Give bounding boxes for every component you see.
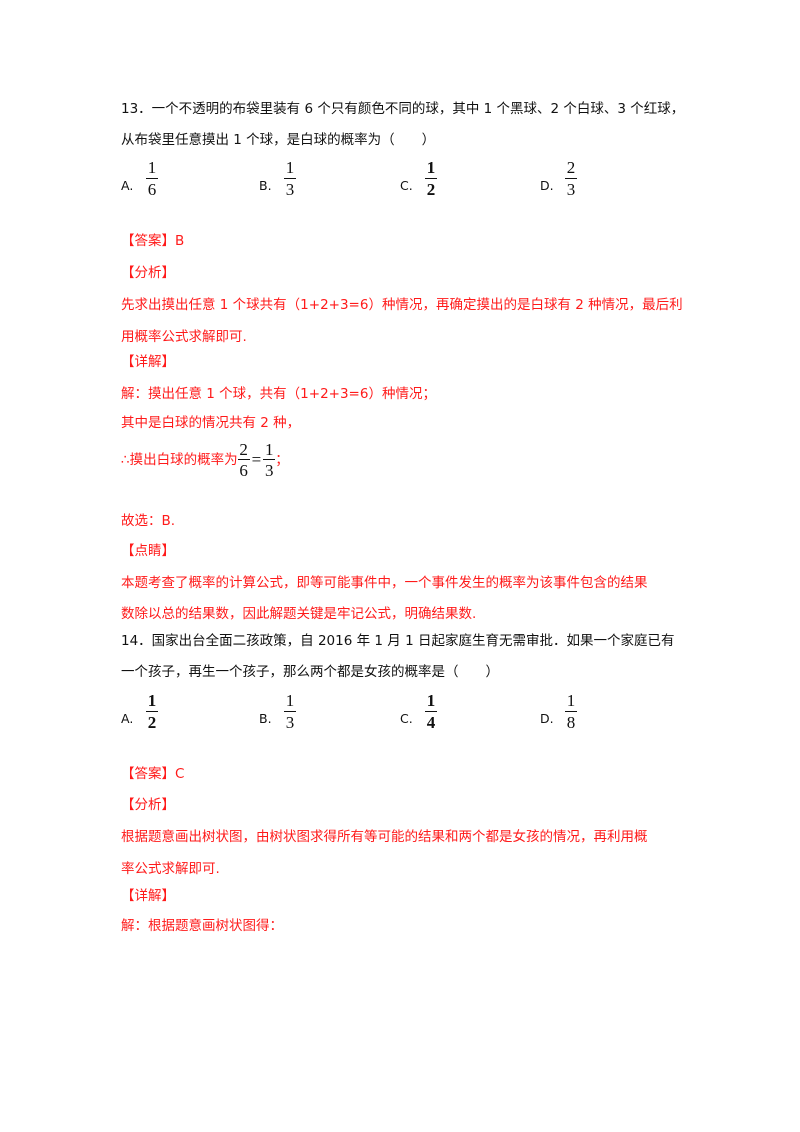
option-label: C. (400, 711, 413, 726)
q13-detail-heading: 【详解】 (121, 354, 175, 370)
option-label: D. (540, 178, 554, 193)
q13-comment-line-2: 数除以总的结果数，因此解题关键是牢记公式，明确结果数. (121, 606, 477, 622)
q14-analysis-heading: 【分析】 (121, 797, 175, 813)
option-label: C. (400, 178, 413, 193)
option-label: A. (121, 711, 134, 726)
q14-stem-line-2: 一个孩子，再生一个孩子，那么两个都是女孩的概率是（ ） (121, 664, 499, 680)
option-label: B. (259, 178, 272, 193)
q14-detail-line-1: 解：根据题意画树状图得： (121, 918, 283, 934)
q14-detail-heading: 【详解】 (121, 888, 175, 904)
equals-sign: = (251, 450, 262, 469)
q13-detail-line-1: 解：摸出任意 1 个球，共有（1+2+3=6）种情况； (121, 386, 436, 402)
q13-stem-line-1: 13．一个不透明的布袋里装有 6 个只有颜色不同的球，其中 1 个黑球、2 个白… (121, 101, 685, 117)
option-label: D. (540, 711, 554, 726)
q14-analysis-line-2: 率公式求解即可. (121, 861, 220, 877)
q13-comment-line-1: 本题考查了概率的计算公式，即等可能事件中，一个事件发生的概率为该事件包含的结果 (121, 575, 648, 591)
q14-analysis-line-1: 根据题意画出树状图，由树状图求得所有等可能的结果和两个都是女孩的情况，再利用概 (121, 829, 648, 845)
detail-prefix: ∴摸出白球的概率为 (121, 452, 238, 468)
q13-choice-line: 故选：B. (121, 513, 176, 529)
q13-analysis-line-2: 用概率公式求解即可. (121, 329, 247, 345)
q13-answer-heading: 【答案】B (121, 233, 185, 249)
option-label: A. (121, 178, 134, 193)
q14-stem-line-1: 14．国家出台全面二孩政策，自 2016 年 1 月 1 日起家庭生育无需审批．… (121, 633, 675, 649)
q13-stem-line-2: 从布袋里任意摸出 1 个球，是白球的概率为（ ） (121, 132, 436, 148)
q13-analysis-line-1: 先求出摸出任意 1 个球共有（1+2+3=6）种情况，再确定摸出的是白球有 2 … (121, 297, 683, 313)
q14-answer-heading: 【答案】C (121, 766, 185, 782)
detail-suffix: ； (275, 452, 289, 468)
q13-comment-heading: 【点睛】 (121, 543, 175, 559)
option-label: B. (259, 711, 272, 726)
q13-detail-line-2: 其中是白球的情况共有 2 种， (121, 415, 301, 431)
q13-analysis-heading: 【分析】 (121, 265, 175, 281)
